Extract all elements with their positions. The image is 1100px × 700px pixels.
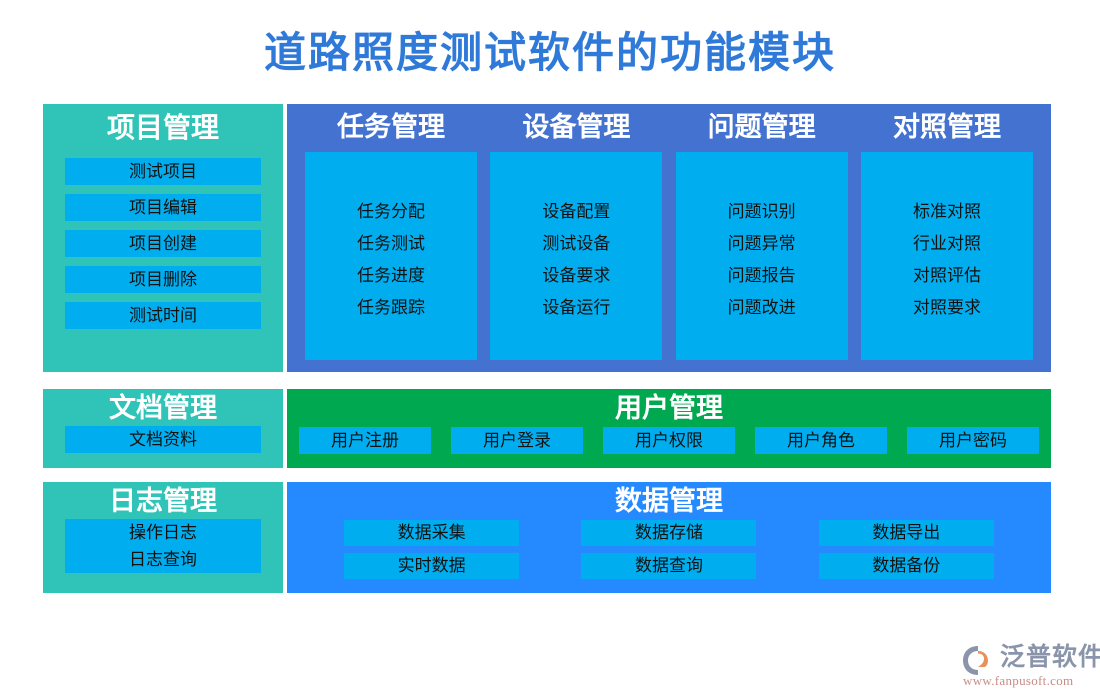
issue-management-items: 问题识别 问题异常 问题报告 问题改进 — [675, 152, 848, 360]
issue-item-improvement[interactable]: 问题改进 — [727, 298, 796, 317]
data-item-backup[interactable]: 数据备份 — [818, 553, 994, 579]
fanpu-logo-icon — [962, 645, 996, 676]
device-item-test[interactable]: 测试设备 — [542, 234, 611, 253]
data-item-collection[interactable]: 数据采集 — [344, 520, 520, 546]
brand-logo: 泛普软件 www.fanpusoft.com — [962, 643, 1100, 691]
project-management-heading: 项目管理 — [106, 113, 219, 144]
data-item-storage[interactable]: 数据存储 — [581, 520, 757, 546]
comparison-item-required[interactable]: 对照要求 — [912, 298, 981, 317]
data-management-panel: 数据管理 数据采集 数据存储 数据导出 实时数据 数据查询 数据备份 — [287, 482, 1051, 593]
issue-item-report[interactable]: 问题报告 — [727, 266, 796, 285]
task-management-items: 任务分配 任务测试 任务进度 任务跟踪 — [305, 152, 477, 360]
data-item-query[interactable]: 数据查询 — [581, 553, 757, 579]
task-management-column: 任务管理 任务分配 任务测试 任务进度 任务跟踪 — [305, 104, 477, 360]
issue-management-column: 问题管理 问题识别 问题异常 问题报告 问题改进 — [675, 104, 848, 360]
user-management-heading: 用户管理 — [615, 393, 723, 423]
project-item-create-project[interactable]: 项目创建 — [65, 230, 261, 257]
device-item-required[interactable]: 设备要求 — [542, 266, 611, 285]
issue-item-identify[interactable]: 问题识别 — [727, 202, 796, 221]
comparison-item-standard[interactable]: 标准对照 — [912, 202, 981, 221]
task-management-heading: 任务管理 — [337, 112, 445, 142]
operations-column-wrap: 任务管理 任务分配 任务测试 任务进度 任务跟踪 设备管理 设备配置 测试设备 … — [287, 104, 1051, 360]
project-item-list: 测试项目 项目编辑 项目创建 项目删除 测试时间 — [43, 158, 283, 329]
comparison-management-heading: 对照管理 — [892, 112, 1001, 142]
user-item-register[interactable]: 用户注册 — [299, 427, 431, 454]
user-item-role[interactable]: 用户角色 — [755, 427, 887, 454]
log-item-log-query[interactable]: 日志查询 — [129, 550, 197, 569]
data-item-grid: 数据采集 数据存储 数据导出 实时数据 数据查询 数据备份 — [287, 518, 1051, 579]
comparison-management-items: 标准对照 行业对照 对照评估 对照要求 — [860, 152, 1033, 360]
user-item-permission[interactable]: 用户权限 — [603, 427, 735, 454]
user-item-login[interactable]: 用户登录 — [451, 427, 583, 454]
data-item-realtime[interactable]: 实时数据 — [344, 553, 520, 579]
brand-url: www.fanpusoft.com — [963, 673, 1074, 688]
brand-name: 泛普软件 — [1000, 644, 1100, 671]
device-item-config[interactable]: 设备配置 — [542, 202, 611, 221]
project-item-delete-project[interactable]: 项目删除 — [65, 266, 261, 293]
document-management-heading: 文档管理 — [109, 393, 217, 423]
project-item-test-time[interactable]: 测试时间 — [65, 302, 261, 329]
comparison-management-column: 对照管理 标准对照 行业对照 对照评估 对照要求 — [860, 104, 1033, 360]
task-item-assign[interactable]: 任务分配 — [357, 202, 425, 221]
device-management-heading: 设备管理 — [522, 112, 631, 142]
comparison-item-evaluation[interactable]: 对照评估 — [912, 266, 981, 285]
user-management-panel: 用户管理 用户注册 用户登录 用户权限 用户角色 用户密码 — [287, 389, 1051, 468]
project-item-edit-project[interactable]: 项目编辑 — [65, 194, 261, 221]
issue-item-abnormal[interactable]: 问题异常 — [727, 234, 796, 253]
operations-panel: 任务管理 任务分配 任务测试 任务进度 任务跟踪 设备管理 设备配置 测试设备 … — [287, 104, 1051, 372]
task-item-test[interactable]: 任务测试 — [357, 234, 425, 253]
comparison-item-industry[interactable]: 行业对照 — [912, 234, 981, 253]
project-item-test-project[interactable]: 测试项目 — [65, 158, 261, 185]
user-item-row: 用户注册 用户登录 用户权限 用户角色 用户密码 — [287, 425, 1051, 454]
page-title: 道路照度测试软件的功能模块 — [263, 31, 836, 77]
user-item-password[interactable]: 用户密码 — [907, 427, 1039, 454]
document-management-panel: 文档管理 文档资料 — [43, 389, 283, 468]
log-item-group[interactable]: 操作日志 日志查询 — [65, 519, 261, 573]
data-management-heading: 数据管理 — [615, 486, 723, 516]
device-management-items: 设备配置 测试设备 设备要求 设备运行 — [490, 152, 663, 360]
log-management-panel: 日志管理 操作日志 日志查询 — [43, 482, 283, 593]
device-item-running[interactable]: 设备运行 — [542, 298, 611, 317]
data-item-export[interactable]: 数据导出 — [818, 520, 994, 546]
document-item-materials[interactable]: 文档资料 — [65, 426, 261, 453]
issue-management-heading: 问题管理 — [707, 112, 816, 142]
log-management-heading: 日志管理 — [109, 486, 217, 516]
task-item-tracking[interactable]: 任务跟踪 — [357, 298, 425, 317]
log-item-operation-log[interactable]: 操作日志 — [129, 523, 197, 542]
task-item-progress[interactable]: 任务进度 — [357, 266, 425, 285]
device-management-column: 设备管理 设备配置 测试设备 设备要求 设备运行 — [490, 104, 663, 360]
project-management-panel: 项目管理 测试项目 项目编辑 项目创建 项目删除 测试时间 — [43, 104, 283, 372]
